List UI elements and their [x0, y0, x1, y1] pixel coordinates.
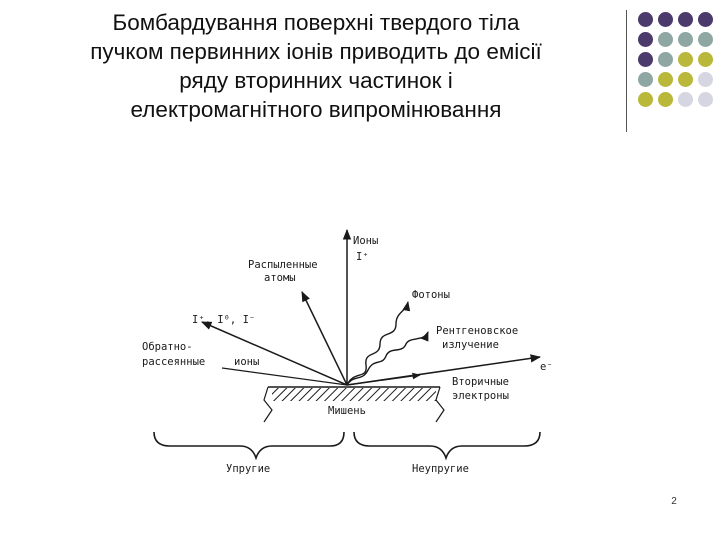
decorative-dot	[638, 52, 653, 67]
label-inelastic: Неупругие	[412, 463, 469, 475]
title-line-4: електромагнітного випромінювання	[130, 97, 502, 122]
backscattered-ions-arrow	[201, 321, 348, 386]
label-photons: Фотоны	[412, 289, 450, 301]
label-ion-charges: I⁺, I⁰, I⁻	[192, 314, 255, 326]
decorative-dot	[698, 52, 713, 67]
decorative-dot	[658, 92, 673, 107]
decorative-dot	[658, 32, 673, 47]
label-backscattered-2: рассеянные	[142, 356, 205, 368]
ion-bombardment-diagram: Ионы I⁺ Распыленные атомы Фотоны I⁺, I⁰,…	[142, 228, 553, 475]
label-ions-symbol: I⁺	[356, 251, 369, 263]
decorative-dot	[638, 32, 653, 47]
decorative-dot	[678, 32, 693, 47]
xray-wave	[346, 331, 429, 386]
label-backscattered-1: Обратно-	[142, 341, 193, 353]
label-secondary-2: электроны	[452, 390, 509, 402]
label-electron-symbol: e⁻	[540, 361, 553, 373]
inelastic-brace	[353, 431, 541, 461]
decorative-dot	[678, 92, 693, 107]
label-elastic: Упругие	[226, 463, 270, 475]
decorative-dot	[698, 32, 713, 47]
backscattered-base-line	[221, 367, 348, 386]
elastic-brace	[153, 431, 345, 461]
decorative-dot	[678, 72, 693, 87]
decorative-dot	[638, 12, 653, 27]
title-line-1: Бомбардування поверхні твердого тіла	[112, 10, 520, 35]
label-xray-2: излучение	[442, 339, 499, 351]
decorative-dot	[658, 52, 673, 67]
decorative-dot	[638, 72, 653, 87]
label-sputtered-1: Распыленные	[248, 259, 318, 271]
target-surface	[263, 386, 445, 423]
photons-wave	[346, 301, 411, 386]
decorative-dot	[698, 92, 713, 107]
electron-short-arrow	[346, 372, 421, 386]
decorative-dot	[678, 12, 693, 27]
title-line-2: пучком первинних іонів приводить до еміс…	[90, 39, 542, 64]
decorative-dot	[698, 12, 713, 27]
title-line-3: ряду вторинних частинок і	[179, 68, 453, 93]
label-target: Мишень	[328, 405, 366, 417]
decorative-dot	[658, 72, 673, 87]
label-backscattered-3: ионы	[234, 356, 259, 368]
decorative-dot	[678, 52, 693, 67]
decorative-dot	[658, 12, 673, 27]
slide-title: Бомбардування поверхні твердого тіла пуч…	[18, 8, 614, 124]
page-number: 2	[671, 496, 677, 507]
label-ions: Ионы	[353, 235, 378, 247]
decorative-dot	[698, 72, 713, 87]
label-secondary-1: Вторичные	[452, 376, 509, 388]
decorative-dot-grid	[638, 12, 718, 122]
vertical-divider	[626, 10, 627, 132]
decorative-dot	[638, 92, 653, 107]
sputtered-atoms-arrow	[301, 291, 348, 386]
label-sputtered-2: атомы	[264, 272, 296, 284]
label-xray-1: Рентгеновское	[436, 325, 518, 337]
